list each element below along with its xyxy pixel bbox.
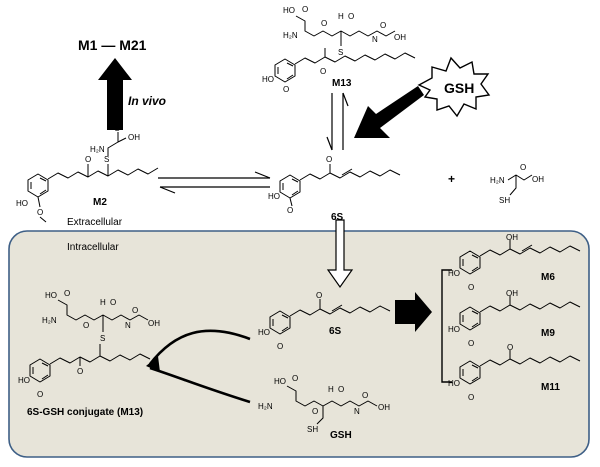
svg-text:OH: OH [394,33,406,42]
svg-text:OH: OH [506,233,518,242]
svg-text:O: O [380,21,386,30]
svg-text:HO: HO [18,376,30,385]
products-bracket [441,269,452,383]
metabolites-range-title: M1 — M21 [78,37,147,53]
svg-text:N: N [125,321,131,330]
6s-inner-structure: HO O O 6S [258,291,391,351]
svg-text:O: O [277,342,283,351]
svg-text:S: S [100,334,105,343]
svg-text:O: O [77,367,83,376]
m11-structure: HO O O M11 [448,343,581,402]
svg-text:SH: SH [307,425,318,434]
extracellular-label: Extracellular [67,217,123,228]
m9-structure: HO O OH M9 [448,289,581,348]
svg-text:HO: HO [274,377,286,386]
svg-text:O: O [302,5,308,14]
svg-text:O: O [468,283,474,292]
svg-text:O: O [362,391,368,400]
gsh-structure: HO O H₂N O H O N O OH SH GSH [258,374,390,441]
m9-label: M9 [541,328,555,339]
m6-label: M6 [541,272,555,283]
m6-structure: HO O OH M6 [448,233,581,292]
svg-text:O: O [338,385,344,394]
svg-text:HO: HO [258,328,270,337]
svg-text:H₂N: H₂N [90,145,105,154]
gsh-label: GSH [330,430,352,441]
svg-text:O: O [507,343,513,352]
svg-text:HO: HO [283,6,295,15]
svg-text:OH: OH [378,403,390,412]
svg-text:O: O [348,12,354,21]
svg-text:O: O [110,298,116,307]
svg-text:O: O [326,155,332,164]
svg-text:HO: HO [262,75,274,84]
svg-text:N: N [372,35,378,44]
m13-label: M13 [332,78,352,89]
svg-text:H₂N: H₂N [42,316,57,325]
m2-structure: HO O O S H₂N O OH M2 [16,124,159,223]
svg-text:O: O [312,407,318,416]
svg-text:O: O [320,67,326,76]
svg-text:S: S [338,48,343,57]
svg-text:HO: HO [268,192,280,201]
svg-text:H: H [338,12,344,21]
conjugate-label: 6S-GSH conjugate (M13) [27,407,143,418]
conjugation-arrow [148,329,251,365]
reduction-arrow [395,292,432,332]
conjugate-structure: HO O H₂N O H O N O OH S HO O O 6S-GSH co… [18,289,160,418]
cysteine-structure: H₂N O OH SH [490,163,544,205]
svg-text:H₂N: H₂N [490,176,505,185]
svg-text:O: O [85,155,91,164]
svg-text:OH: OH [148,319,160,328]
plus-sign: + [448,172,455,186]
svg-text:N: N [354,407,360,416]
svg-text:O: O [114,124,120,133]
svg-text:O: O [283,85,289,94]
svg-text:O: O [316,291,322,300]
in-vivo-arrow [98,58,132,130]
svg-text:O: O [321,19,327,28]
gsh-burst [417,56,491,118]
svg-text:H₂N: H₂N [283,31,298,40]
svg-text:O: O [132,306,138,315]
6s-inner-label: 6S [329,326,342,337]
svg-text:O: O [292,374,298,383]
svg-text:O: O [468,393,474,402]
m2-label: M2 [93,197,107,208]
svg-text:O: O [64,289,70,298]
svg-text:S: S [104,155,109,164]
gsh-burst-label: GSH [444,80,474,96]
svg-text:H: H [328,385,334,394]
svg-text:HO: HO [45,291,57,300]
m13-structure: HO O H₂N O H O N O OH S HO O O M13 [262,5,416,94]
svg-text:OH: OH [532,175,544,184]
svg-text:OH: OH [128,133,140,142]
svg-text:H: H [100,298,106,307]
svg-text:O: O [83,321,89,330]
m11-label: M11 [541,382,560,393]
svg-text:OH: OH [506,289,518,298]
svg-text:O: O [520,163,526,172]
svg-text:O: O [287,206,293,215]
svg-text:HO: HO [448,269,460,278]
svg-text:SH: SH [499,196,510,205]
intracellular-label: Intracellular [67,242,119,253]
svg-text:O: O [37,390,43,399]
svg-text:O: O [468,339,474,348]
svg-text:HO: HO [448,379,460,388]
svg-text:H₂N: H₂N [258,402,273,411]
svg-text:O: O [37,208,43,217]
6s-top-structure: HO O O 6S [268,155,401,223]
intracellular-region [8,230,590,458]
svg-text:HO: HO [448,325,460,334]
in-vivo-label: In vivo [128,94,166,108]
uptake-arrow [326,219,354,289]
6s-top-label: 6S [331,212,344,223]
gsh-arrow [354,86,424,138]
svg-text:HO: HO [16,199,28,208]
